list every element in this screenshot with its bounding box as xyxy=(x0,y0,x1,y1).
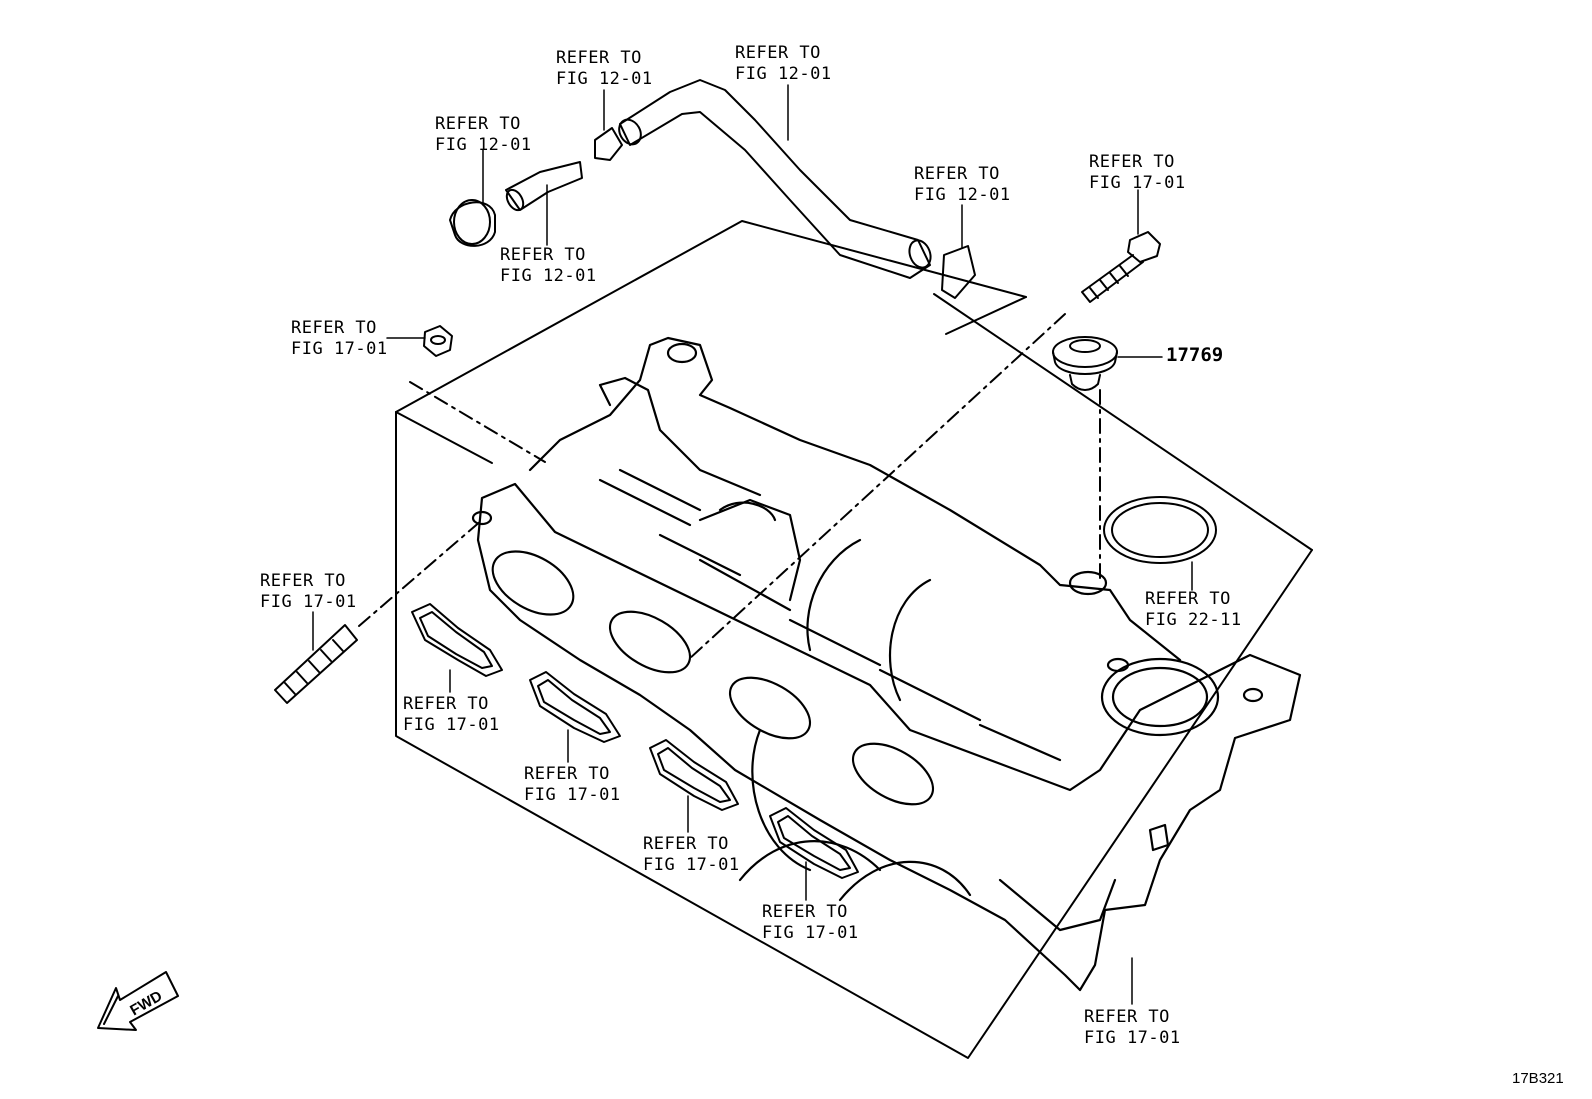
intake-manifold xyxy=(471,336,1302,992)
plug-17769 xyxy=(1052,336,1118,391)
bolt-top-right xyxy=(1081,231,1161,303)
throttle-gasket xyxy=(1103,496,1217,564)
runner-gaskets xyxy=(411,603,859,879)
dashed-leaders xyxy=(358,313,1101,661)
stud-left xyxy=(274,624,358,704)
nut-left xyxy=(423,325,453,357)
part-number-17769[interactable]: 17769 xyxy=(1166,344,1224,366)
assembly-box-outline xyxy=(395,220,1313,1059)
callout-leaders xyxy=(312,84,1193,1005)
fwd-arrow-icon xyxy=(97,971,179,1031)
pcv-hose-assembly xyxy=(449,79,976,299)
figure-id: 17B321 xyxy=(1512,1070,1564,1087)
